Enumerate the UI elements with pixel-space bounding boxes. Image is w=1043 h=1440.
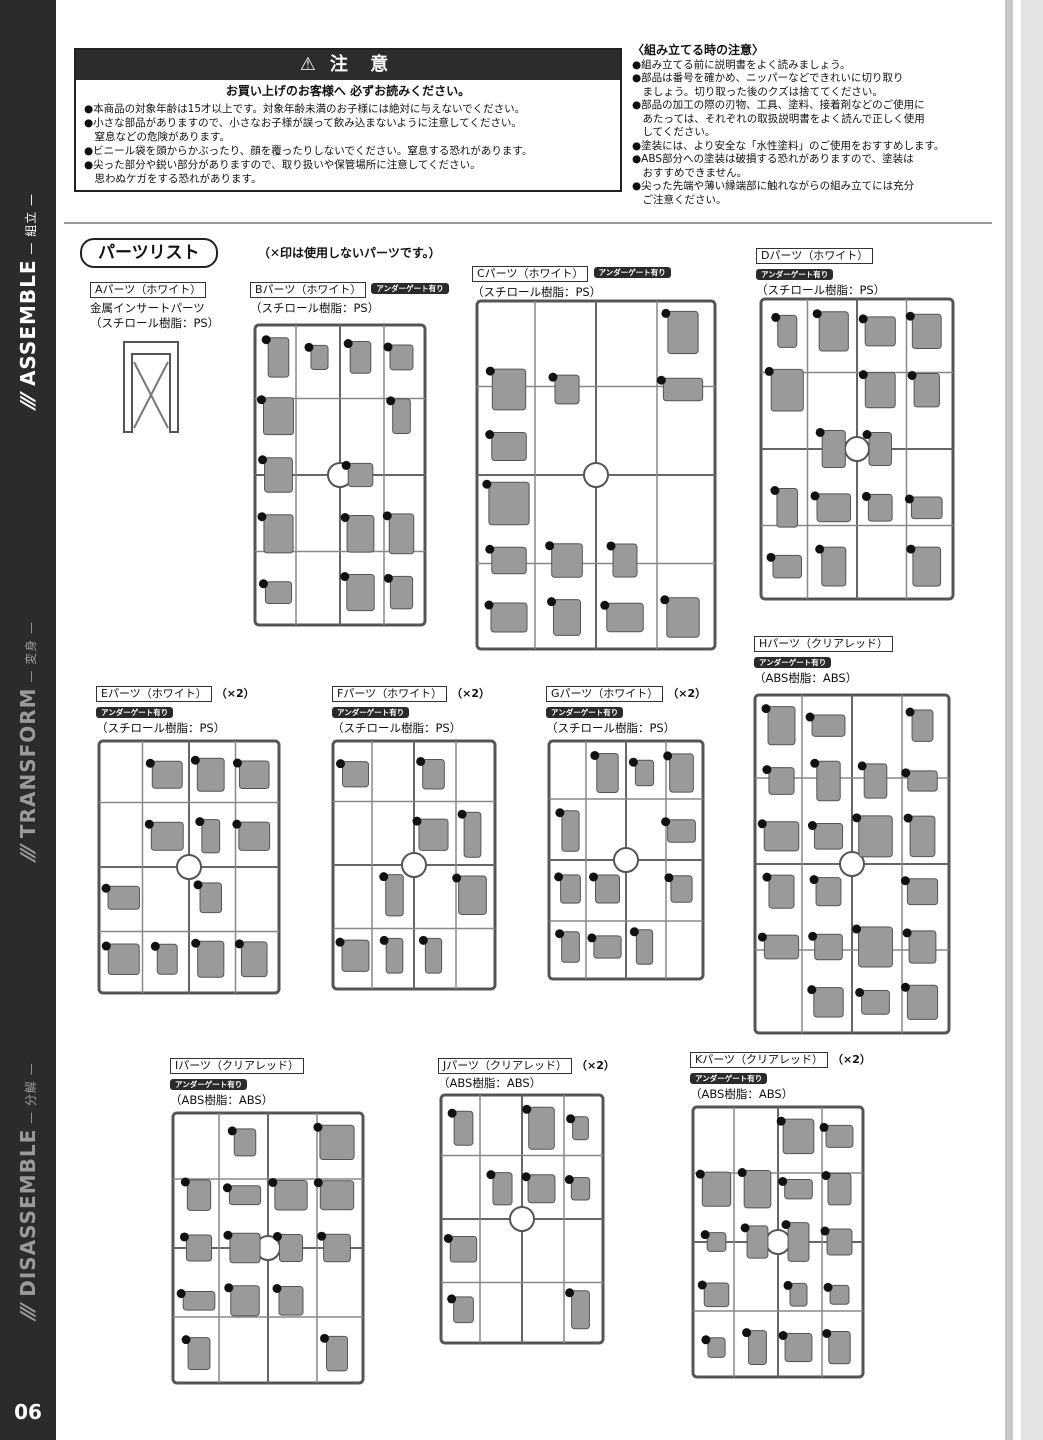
runner-f-diagram — [330, 738, 498, 992]
runner-k-header: Kパーツ（クリアレッド）（×2） アンダーゲート有り （ABS樹脂：ABS） — [690, 1052, 871, 1101]
runner-k-diagram — [690, 1104, 866, 1380]
under-gate-badge: アンダーゲート有り — [756, 269, 834, 280]
runner-material: （スチロール樹脂：PS） — [472, 285, 602, 299]
assembly-note: ましょう。切り取った後のクズは捨ててください。 — [632, 85, 883, 98]
runner-e-diagram — [96, 738, 282, 996]
assembly-note: ●組み立てる前に説明書をよく読みましょう。 — [632, 58, 851, 71]
assembly-note: おすすめできません。 — [632, 166, 748, 179]
runner-label: Aパーツ（ホワイト） — [90, 282, 207, 298]
runner-label: Cパーツ（ホワイト） — [472, 266, 589, 282]
runner-b-diagram — [252, 322, 428, 628]
runner-b-header: Bパーツ（ホワイト） アンダーゲート有り （スチロール樹脂：PS） — [250, 278, 449, 316]
runner-f-header: Fパーツ（ホワイト）（×2） アンダーゲート有り （スチロール樹脂：PS） — [332, 686, 490, 735]
section-divider — [64, 222, 992, 224]
runner-label: Eパーツ（ホワイト） — [96, 686, 212, 702]
runner-i-diagram — [170, 1110, 366, 1386]
runner-label: Bパーツ（ホワイト） — [250, 282, 367, 298]
runner-h-header: Hパーツ（クリアレッド） アンダーゲート有り （ABS樹脂：ABS） — [754, 632, 894, 686]
caution-lead: お買い上げのお客様へ 必ずお読みください。 — [225, 84, 471, 98]
runner-material: （ABS樹脂：ABS） — [438, 1076, 542, 1090]
sidebar-section-disassemble: ⁄⁄⁄ DISASSEMBLE — 分解 — — [16, 1062, 40, 1318]
under-gate-badge: アンダーゲート有り — [170, 1079, 248, 1090]
assembly-note: してください。 — [632, 126, 716, 138]
under-gate-badge: アンダーゲート有り — [371, 283, 449, 294]
runner-material: （ABS樹脂：ABS） — [754, 671, 858, 685]
runner-material: （ABS樹脂：ABS） — [170, 1093, 274, 1107]
runner-a-header: Aパーツ（ホワイト） 金属インサートパーツ（スチロール樹脂：PS） — [90, 278, 219, 331]
parts-list-title: パーツリスト — [80, 238, 218, 268]
under-gate-badge: アンダーゲート有り — [690, 1073, 768, 1084]
runner-label: Iパーツ（クリアレッド） — [170, 1058, 305, 1074]
sidebar-section-assemble: ⁄⁄⁄ ASSEMBLE — 組立 — — [16, 192, 40, 408]
assembly-note: あたっては、それぞれの取扱説明書をよく読んで正しく使用 — [632, 112, 925, 125]
under-gate-badge: アンダーゲート有り — [754, 657, 832, 668]
runner-g-diagram — [546, 738, 706, 982]
sidebar-slashes: ⁄⁄⁄ — [16, 386, 40, 408]
runner-i-header: Iパーツ（クリアレッド） アンダーゲート有り （ABS樹脂：ABS） — [170, 1054, 305, 1108]
caution-item: ●本商品の対象年齢は15才以上です。対象年齢未満のお子様には絶対に与えないでくだ… — [84, 103, 526, 115]
runner-label: Hパーツ（クリアレッド） — [754, 636, 894, 652]
runner-c-header: Cパーツ（ホワイト） アンダーゲート有り （スチロール樹脂：PS） — [472, 262, 671, 300]
assembly-notes-title: 〈組み立てる時の注意〉 — [632, 43, 765, 57]
runner-label: Dパーツ（ホワイト） — [756, 248, 874, 264]
page-number: 06 — [14, 1400, 42, 1424]
runner-material: （スチロール樹脂：PS） — [546, 721, 676, 735]
caution-item: 窒息などの危険があります。 — [84, 131, 230, 143]
runner-d-header: Dパーツ（ホワイト） アンダーゲート有り （スチロール樹脂：PS） — [756, 244, 885, 298]
assembly-note: ご注意ください。 — [632, 193, 727, 206]
runner-c-diagram — [474, 298, 718, 652]
runner-material: 金属インサートパーツ（スチロール樹脂：PS） — [90, 301, 220, 330]
runner-j-diagram — [438, 1092, 606, 1346]
right-edge-strip — [1021, 0, 1043, 1440]
runner-material: （スチロール樹脂：PS） — [332, 721, 462, 735]
assembly-note: ●ABS部分への塗装は破損する恐れがありますので、塗装は — [632, 153, 914, 165]
assembly-note: ●部品は番号を確かめ、ニッパーなどできれいに切り取り — [632, 72, 904, 84]
parts-list-note: （✕印は使用しないパーツです。） — [258, 246, 441, 260]
runner-a-diagram — [116, 334, 186, 438]
caution-header: ⚠注 意 — [76, 50, 620, 80]
runner-material: （ABS樹脂：ABS） — [690, 1087, 794, 1101]
runner-material: （スチロール樹脂：PS） — [250, 301, 380, 315]
runner-material: （スチロール樹脂：PS） — [756, 283, 886, 297]
right-edge-line — [1005, 0, 1013, 1440]
caution-item: ●尖った部分や鋭い部分がありますので、取り扱いや保管場所に注意してください。 — [84, 159, 481, 171]
assembly-note: ●尖った先端や薄い縁端部に触れながらの組み立てには充分 — [632, 180, 915, 192]
caution-item: ●ビニール袋を頭からかぶったり、顔を覆ったりしないでください。窒息する恐れがあり… — [84, 145, 533, 157]
caution-list: ●本商品の対象年齢は15才以上です。対象年齢未満のお子様には絶対に与えないでくだ… — [76, 102, 620, 186]
assembly-notes-list: ●組み立てる前に説明書をよく読みましょう。 ●部品は番号を確かめ、ニッパーなどで… — [632, 59, 978, 208]
runner-material: （スチロール樹脂：PS） — [96, 721, 226, 735]
under-gate-badge: アンダーゲート有り — [546, 707, 624, 718]
under-gate-badge: アンダーゲート有り — [593, 267, 671, 278]
warning-icon: ⚠ — [299, 54, 324, 75]
runner-h-diagram — [752, 692, 952, 1036]
runner-label: Fパーツ（ホワイト） — [332, 686, 448, 702]
runner-d-diagram — [758, 296, 956, 602]
caution-box: ⚠注 意 お買い上げのお客様へ 必ずお読みください。 ●本商品の対象年齢は15才… — [74, 48, 622, 192]
runner-label: Gパーツ（ホワイト） — [546, 686, 664, 702]
assembly-note: ●部品の加工の際の刃物、工具、塗料、接着剤などのご使用に — [632, 99, 925, 111]
runner-e-header: Eパーツ（ホワイト）（×2） アンダーゲート有り （スチロール樹脂：PS） — [96, 686, 255, 735]
runner-label: Jパーツ（クリアレッド） — [438, 1058, 573, 1074]
under-gate-badge: アンダーゲート有り — [332, 707, 410, 718]
under-gate-badge: アンダーゲート有り — [96, 707, 174, 718]
runner-g-header: Gパーツ（ホワイト）（×2） アンダーゲート有り （スチロール樹脂：PS） — [546, 686, 707, 735]
sidebar: ⁄⁄⁄ ASSEMBLE — 組立 — ⁄⁄⁄ TRANSFORM — 変身 —… — [0, 0, 56, 1440]
caution-item: ●小さな部品がありますので、小さなお子様が誤って飲み込まないように注意してくださ… — [84, 117, 522, 129]
runner-j-header: Jパーツ（クリアレッド）（×2） （ABS樹脂：ABS） — [438, 1058, 615, 1090]
assembly-note: ●塗装には、より安全な「水性塗料」のご使用をおすすめします。 — [632, 139, 945, 152]
runner-label: Kパーツ（クリアレッド） — [690, 1052, 828, 1068]
assembly-notes: 〈組み立てる時の注意〉 ●組み立てる前に説明書をよく読みましょう。 ●部品は番号… — [632, 43, 978, 208]
caution-item: 思わぬケガをする恐れがあります。 — [84, 173, 262, 185]
sidebar-section-transform: ⁄⁄⁄ TRANSFORM — 変身 — — [16, 620, 40, 860]
